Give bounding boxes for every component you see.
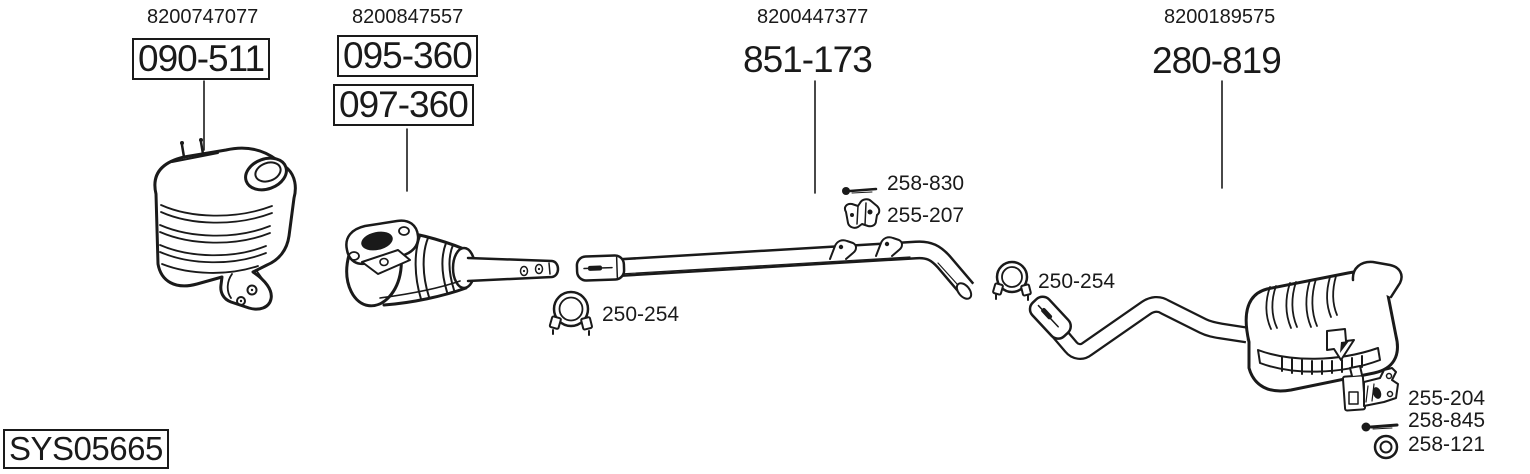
rear-silencer-drawing: [1028, 260, 1403, 393]
center-pipe-drawing: [575, 236, 975, 300]
part-number-front-cat[interactable]: 090-511: [132, 38, 271, 80]
hanger-tab-icon: [829, 236, 903, 260]
oem-number-middle-silencer: 8200847557: [352, 6, 464, 28]
gasket-ring-icon: [1373, 434, 1399, 460]
part-number-middle-silencer-b[interactable]: 097-360: [333, 84, 474, 126]
oem-number-center-pipe: 8200447377: [757, 6, 869, 28]
callout-rubber-mount-mid[interactable]: 255-207: [887, 204, 965, 227]
bolt-icon: [1361, 422, 1399, 432]
callout-gasket-ring[interactable]: 258-121: [1408, 433, 1486, 456]
callout-bolt-mid[interactable]: 258-830: [887, 172, 965, 195]
pipe-clamp-icon: [548, 290, 593, 336]
part-number-center-pipe[interactable]: 851-173: [743, 39, 873, 80]
oem-number-front-cat: 8200747077: [147, 6, 259, 28]
callout-clamp-right[interactable]: 250-254: [1038, 270, 1116, 293]
part-number-middle-silencer-a[interactable]: 095-360: [337, 35, 478, 77]
rubber-mount-icon: [843, 198, 881, 229]
middle-silencer-drawing: [345, 219, 560, 308]
pipe-clamp-icon: [992, 260, 1032, 301]
callout-bolt-rear[interactable]: 258-845: [1408, 409, 1486, 432]
callout-clamp-left[interactable]: 250-254: [602, 303, 680, 326]
oem-number-rear-silencer: 8200189575: [1164, 6, 1276, 28]
part-number-rear-silencer[interactable]: 280-819: [1152, 40, 1282, 81]
front-catalytic-converter-drawing: [153, 138, 297, 311]
system-code: SYS05665: [3, 429, 169, 469]
leader-lines: [203, 80, 1223, 194]
bolt-icon: [842, 187, 878, 195]
rubber-mount-icon: [1341, 365, 1399, 412]
callout-rubber-mount-rear[interactable]: 255-204: [1408, 387, 1486, 410]
